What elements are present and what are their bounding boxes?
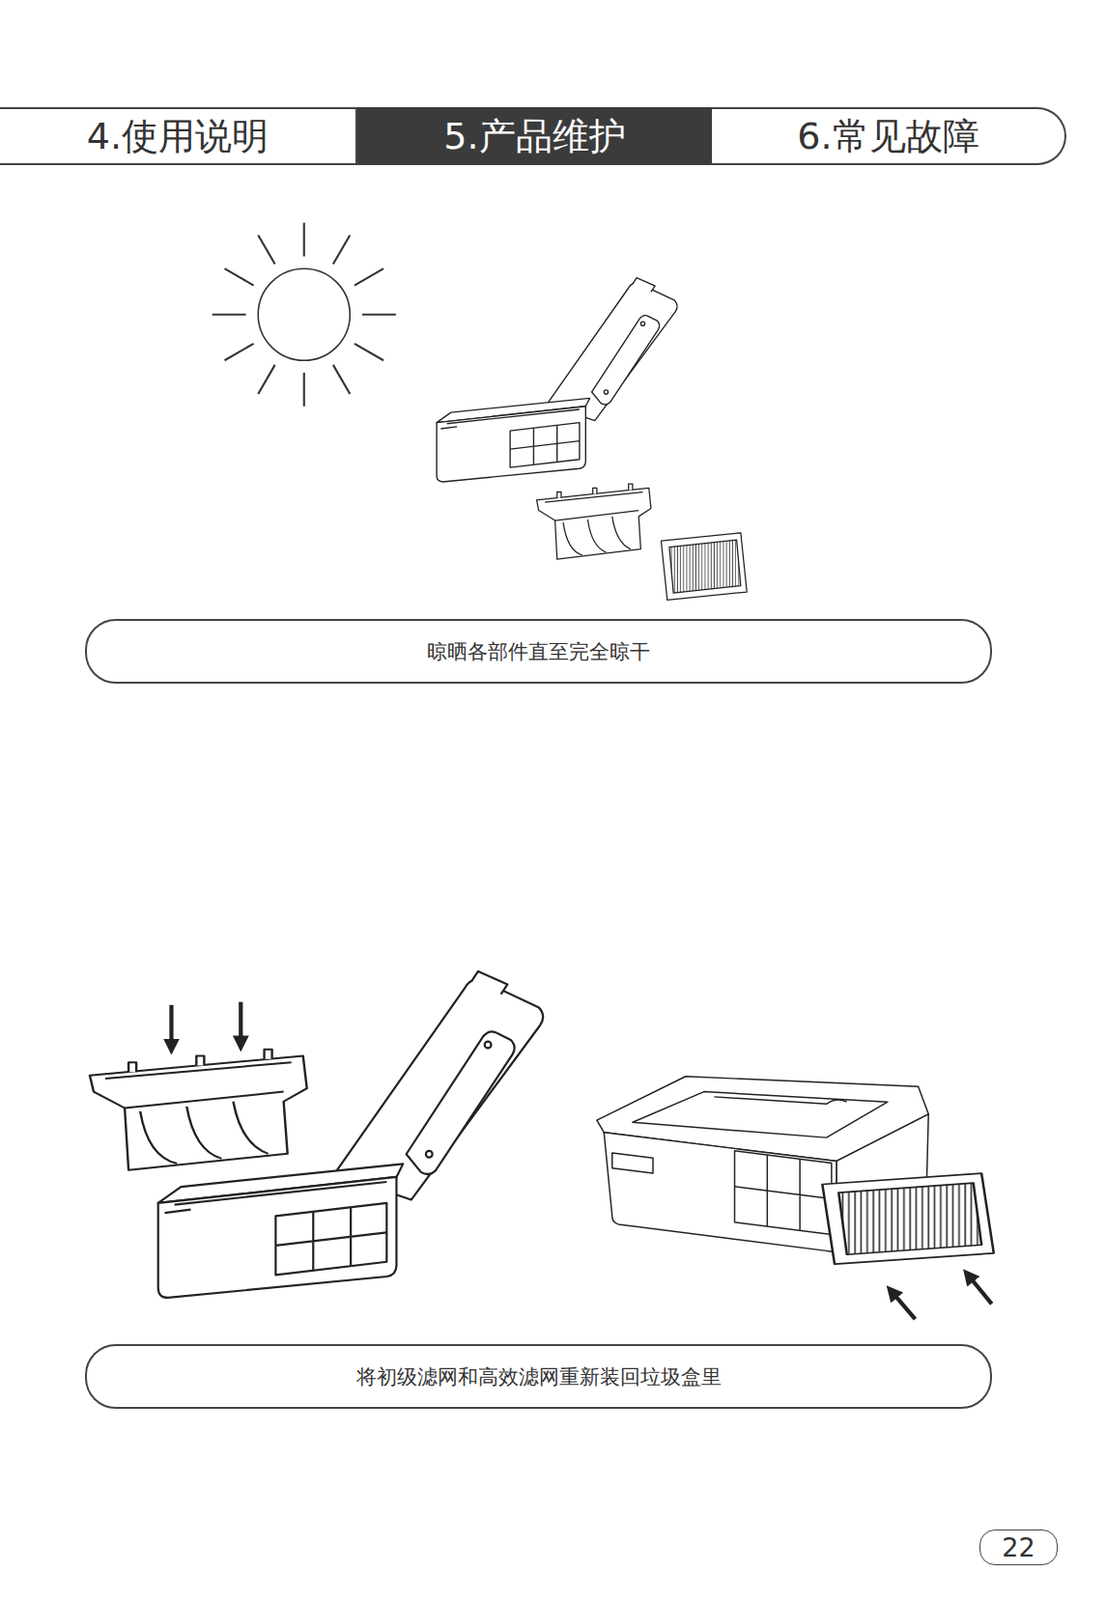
prefilter-install-part bbox=[169, 1005, 173, 1048]
sun-icon-part bbox=[224, 343, 254, 361]
sun-icon bbox=[212, 223, 397, 407]
dustbox-drying-part bbox=[436, 278, 678, 483]
hepa-install bbox=[596, 1077, 994, 1320]
sun-icon-part bbox=[362, 313, 397, 316]
hepa-install-part bbox=[612, 1153, 653, 1174]
sun-icon-part bbox=[354, 343, 384, 361]
caption-box: 晾晒各部件直至完全晾干 bbox=[85, 619, 993, 684]
caption-box: 将初级滤网和高效滤网重新装回垃圾盒里 bbox=[85, 1344, 993, 1410]
sun-icon-part bbox=[354, 268, 384, 285]
hepa-install-part bbox=[713, 1097, 847, 1105]
sun-icon-part bbox=[212, 313, 247, 316]
page-number-text: 22 bbox=[1001, 1532, 1035, 1563]
sun-icon-part bbox=[303, 223, 306, 257]
prefilter-install-part bbox=[89, 1049, 308, 1171]
section-tab: 6.常见故障 bbox=[711, 107, 1067, 166]
dustbox-drying-part bbox=[660, 533, 747, 601]
tab-label: 5.产品维护 bbox=[443, 112, 625, 162]
sun-icon-part bbox=[333, 365, 350, 395]
sun-icon-part bbox=[257, 268, 350, 361]
hepa-install-part bbox=[822, 1173, 993, 1265]
section-tab: 4.使用说明 bbox=[0, 107, 358, 166]
tab-label: 6.常见故障 bbox=[796, 112, 979, 162]
hepa-install-part bbox=[735, 1151, 832, 1236]
sun-icon-part bbox=[257, 234, 275, 264]
tab-label: 4.使用说明 bbox=[86, 112, 269, 162]
prefilter-install bbox=[89, 971, 543, 1299]
hepa-install-part bbox=[967, 1276, 992, 1305]
sun-icon-part bbox=[257, 365, 275, 395]
hepa-install-part bbox=[603, 1133, 837, 1252]
page-number: 22 bbox=[979, 1530, 1058, 1566]
prefilter-install-part bbox=[238, 1002, 243, 1045]
hepa-install-part bbox=[891, 1292, 915, 1321]
dustbox-drying bbox=[436, 278, 747, 601]
dustbox-drying-part bbox=[537, 483, 652, 560]
hepa-install-part bbox=[632, 1092, 888, 1139]
caption-text: 将初级滤网和高效滤网重新装回垃圾盒里 bbox=[356, 1363, 722, 1391]
sun-icon-part bbox=[224, 268, 254, 285]
caption-text: 晾晒各部件直至完全晾干 bbox=[426, 638, 651, 666]
sun-icon-part bbox=[333, 234, 350, 264]
sun-icon-part bbox=[303, 372, 306, 407]
hepa-install-part bbox=[735, 1155, 832, 1231]
active-section-tab: 5.产品维护 bbox=[357, 107, 712, 166]
